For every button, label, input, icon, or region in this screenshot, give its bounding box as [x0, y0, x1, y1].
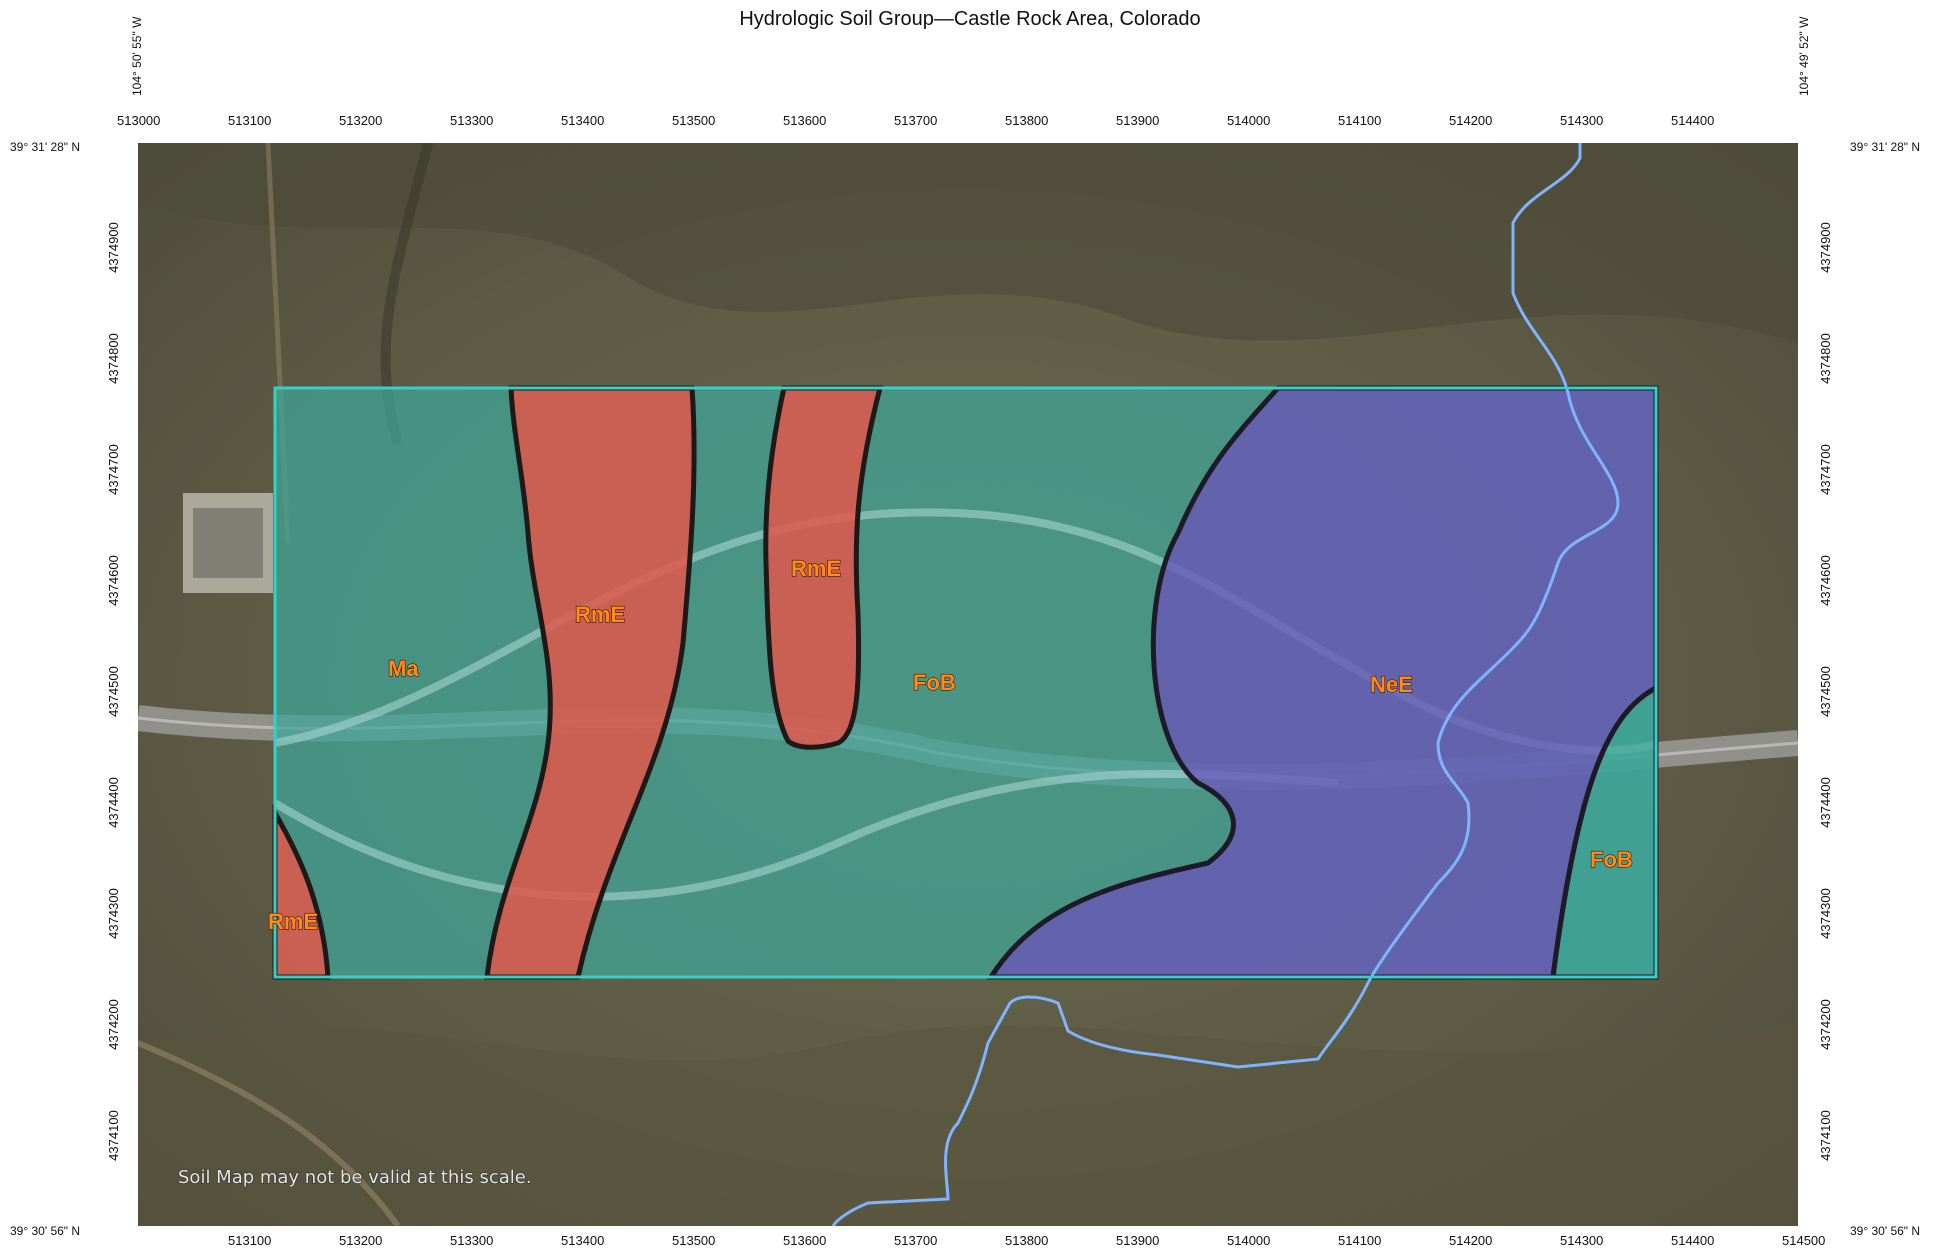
easting-bottom-label: 513600	[783, 1233, 827, 1248]
northing-left-label: 4374700	[105, 444, 121, 495]
easting-top-label: 514300	[1560, 113, 1604, 128]
easting-top-label: 513300	[450, 113, 494, 128]
easting-top-label: 514000	[1227, 113, 1271, 128]
northing-left-label: 4374900	[105, 222, 121, 273]
soil-label-ma[interactable]: Ma	[387, 655, 420, 681]
northing-right-label: 4374200	[1817, 999, 1833, 1050]
soil-label-fob[interactable]: FoB	[1589, 846, 1633, 872]
northing-right-label: 4374500	[1817, 666, 1833, 717]
easting-top-label: 513500	[672, 113, 716, 128]
easting-bottom-label: 513200	[339, 1233, 383, 1248]
northing-right-label: 4374400	[1817, 777, 1833, 828]
soil-map[interactable]: Ma RmE RmE RmE FoB NeE FoB Soil Map may …	[138, 143, 1798, 1226]
soil-polygon-fob[interactable]	[1550, 683, 1659, 980]
soil-label-rme[interactable]: RmE	[790, 555, 841, 581]
latitude-south-left: 39° 30' 56" N	[10, 1224, 81, 1238]
easting-bottom-label: 513300	[450, 1233, 494, 1248]
northing-left-label: 4374300	[105, 888, 121, 939]
area-of-interest-boundary[interactable]	[273, 386, 1658, 979]
terrain-shade	[138, 143, 1798, 343]
stream-line	[831, 143, 1620, 1226]
easting-bottom-label: 513400	[561, 1233, 605, 1248]
facility-structure	[193, 508, 263, 578]
easting-bottom-label: 514100	[1338, 1233, 1382, 1248]
easting-bottom-label: 514500	[1782, 1233, 1826, 1248]
easting-top-label: 513400	[561, 113, 605, 128]
easting-bottom-label: 514200	[1449, 1233, 1493, 1248]
soil-label-nee[interactable]: NeE	[1369, 671, 1413, 697]
northing-right-label: 4374600	[1817, 555, 1833, 606]
longitude-east-label: 104° 49' 52" W	[1797, 16, 1811, 96]
easting-top-label: 513200	[339, 113, 383, 128]
easting-top-label: 514200	[1449, 113, 1493, 128]
easting-top-label: 514400	[1671, 113, 1715, 128]
northing-right-label: 4374300	[1817, 888, 1833, 939]
terrain-shade	[138, 1023, 1798, 1226]
easting-top-label: 514100	[1338, 113, 1382, 128]
easting-bottom-label: 513900	[1116, 1233, 1160, 1248]
dirt-road	[138, 1040, 401, 1226]
easting-bottom-label: 513800	[1005, 1233, 1049, 1248]
latitude-north-right: 39° 31' 28" N	[1850, 140, 1921, 154]
soil-label-rme[interactable]: RmE	[574, 601, 625, 627]
soil-label-rme[interactable]: RmE	[267, 908, 318, 934]
northing-left-label: 4374800	[105, 333, 121, 384]
easting-bottom-label: 513700	[894, 1233, 938, 1248]
longitude-west-label: 104° 50' 55" W	[130, 16, 144, 96]
easting-top-label: 513800	[1005, 113, 1049, 128]
easting-bottom-label: 514300	[1560, 1233, 1604, 1248]
easting-top-label: 513600	[783, 113, 827, 128]
soil-label-fob[interactable]: FoB	[912, 669, 956, 695]
easting-top-label: 513000	[117, 113, 161, 128]
easting-bottom-label: 514400	[1671, 1233, 1715, 1248]
easting-top-label: 513700	[894, 113, 938, 128]
easting-bottom-label: 514000	[1227, 1233, 1271, 1248]
soil-polygon-rme[interactable]	[763, 385, 884, 750]
northing-left-label: 4374400	[105, 777, 121, 828]
northing-right-label: 4374800	[1817, 333, 1833, 384]
northing-right-label: 4374100	[1817, 1110, 1833, 1161]
northing-left-label: 4374500	[105, 666, 121, 717]
northing-left-label: 4374200	[105, 999, 121, 1050]
easting-top-label: 513100	[228, 113, 272, 128]
latitude-north-left: 39° 31' 28" N	[10, 140, 81, 154]
easting-bottom-label: 513500	[672, 1233, 716, 1248]
soil-polygon-rme[interactable]	[484, 385, 697, 980]
map-title: Hydrologic Soil Group—Castle Rock Area, …	[739, 8, 1201, 30]
northing-right-label: 4374900	[1817, 222, 1833, 273]
northing-left-label: 4374100	[105, 1110, 121, 1161]
easting-top-label: 513900	[1116, 113, 1160, 128]
northing-right-label: 4374700	[1817, 444, 1833, 495]
northing-left-label: 4374600	[105, 555, 121, 606]
easting-bottom-label: 513100	[228, 1233, 272, 1248]
latitude-south-right: 39° 30' 56" N	[1850, 1224, 1921, 1238]
scale-warning-note: Soil Map may not be valid at this scale.	[178, 1167, 532, 1188]
